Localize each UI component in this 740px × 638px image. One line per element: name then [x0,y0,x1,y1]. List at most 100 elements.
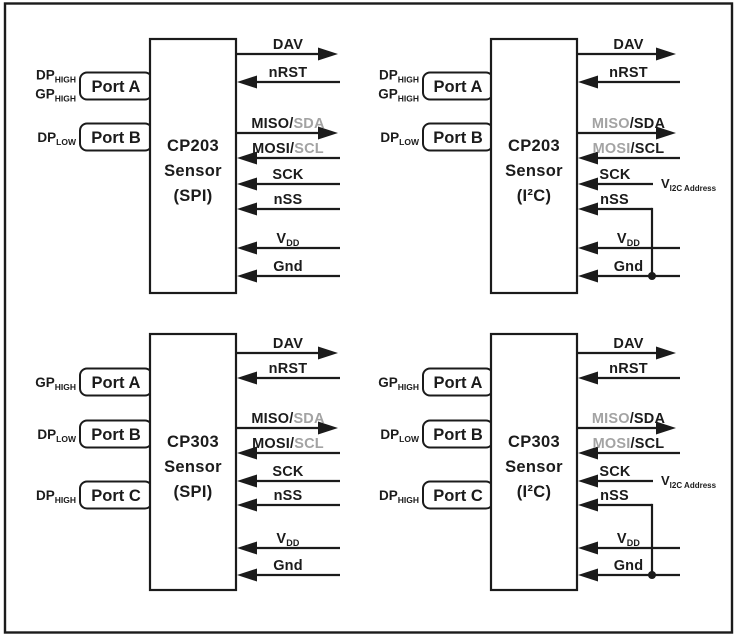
port-name: Port B [433,129,483,147]
signal-label-part: DD [286,538,300,548]
signal-label-part: V [276,231,286,247]
arrow-left-icon [237,151,257,165]
pin-label-subscript: HIGH [55,382,76,392]
unit-cp303-spi: DAVnRSTMISO/SDAMOSI/SCLSCKnSSVDDGndPort … [35,332,340,592]
arrow-right-icon [318,421,338,435]
signal-label-part: MISO/ [251,116,293,132]
signal-label: Gnd [614,558,644,574]
signal-label: nRST [269,65,308,81]
signal-label-part: SDA [293,116,325,132]
signal-dav: DAV [577,336,676,360]
signal-sck: SCK [237,464,340,488]
signal-label-part: V [617,531,627,547]
pin-label-subscript: HIGH [398,75,419,85]
signal-sck: SCK [237,167,340,191]
arrow-left-icon [237,75,257,89]
arrow-left-icon [237,241,257,255]
signal-nss: nSS [578,192,656,280]
signal-label-part: DAV [273,37,303,53]
arrow-left-icon [578,241,598,255]
annotation-subscript: I2C Address [670,184,717,193]
signal-label: SCK [599,464,631,480]
signal-label-part: V [276,531,286,547]
arrow-right-icon [656,126,676,140]
chip-label-line: CP303 [167,433,219,451]
signal-label-part: MOSI [593,141,631,157]
signal-label-part: Gnd [614,259,644,275]
unit-cp203-spi: DAVnRSTMISO/SDAMOSI/SCLSCKnSSVDDGndPort … [35,37,340,295]
signal-label-part: V [617,231,627,247]
chip-label-line: Sensor [164,162,222,180]
port-name: Port A [92,78,141,96]
signal-label-part: /SCL [631,141,665,157]
signal-label: nRST [269,361,308,377]
signal-gnd: Gnd [237,558,340,582]
signal-vdd: VDD [237,531,340,555]
arrow-left-icon [237,498,257,512]
signal-label-part: MOSI [593,436,631,452]
arrow-left-icon [237,371,257,385]
pin-label-subscript: HIGH [55,495,76,505]
arrow-right-icon [318,47,338,61]
signal-label-part: Gnd [273,558,303,574]
port-name: Port C [433,487,483,505]
arrow-left-icon [237,269,257,283]
arrow-left-icon [578,446,598,460]
pin-label-base: GP [378,87,398,102]
pin-label-subscript: HIGH [398,495,419,505]
signal-label-part: SCK [599,167,631,183]
signal-label: MISO/SDA [251,411,325,427]
signal-label: nRST [609,361,648,377]
signal-label: VDD [617,531,641,548]
port-name: Port A [434,374,483,392]
annotation-subscript: I2C Address [670,481,717,490]
arrow-left-icon [578,177,598,191]
signal-nrst: nRST [237,361,340,385]
pin-label-subscript: LOW [56,434,77,444]
signal-label-part: nSS [600,488,629,504]
arrow-left-icon [578,75,598,89]
signal-label-part: Gnd [273,259,303,275]
signal-label-part: MISO/ [251,411,293,427]
signal-label: VDD [617,231,641,248]
signal-dav: DAV [577,37,676,61]
signal-label-part: nRST [609,65,648,81]
signal-nrst: nRST [578,361,680,385]
signal-label: DAV [613,336,643,352]
signal-label-part: SCL [294,436,324,452]
chip-block [148,37,238,295]
pin-label: DPLOW [380,427,420,444]
chip-label-line: Sensor [505,162,563,180]
signal-label-part: DD [627,538,641,548]
signal-label: MOSI/SCL [593,141,665,157]
arrow-left-icon [237,474,257,488]
signal-label-part: MISO [592,411,630,427]
pin-label-subscript: LOW [399,434,420,444]
pin-label-base: GP [378,375,398,390]
pin-label: DPHIGH [379,68,419,85]
chip-label-line: (I²C) [517,483,551,501]
i2c-address-annotation: VI2C Address [661,473,717,490]
signal-sck: SCK VI2C Address [578,464,717,490]
pin-label-base: GP [35,375,55,390]
signal-nss: nSS [237,488,340,512]
pin-label-base: DP [36,68,55,83]
arrow-left-icon [237,177,257,191]
arrow-left-icon [237,568,257,582]
signal-label: DAV [613,37,643,53]
chip-label-line: Sensor [164,458,222,476]
arrow-left-icon [578,568,598,582]
signal-label-part: /SCL [631,436,665,452]
signal-label: nSS [600,192,629,208]
signal-label-part: /SDA [630,116,666,132]
pin-label: DPHIGH [379,488,419,505]
signal-nrst: nRST [578,65,680,89]
signal-label-part: MOSI/ [252,436,294,452]
